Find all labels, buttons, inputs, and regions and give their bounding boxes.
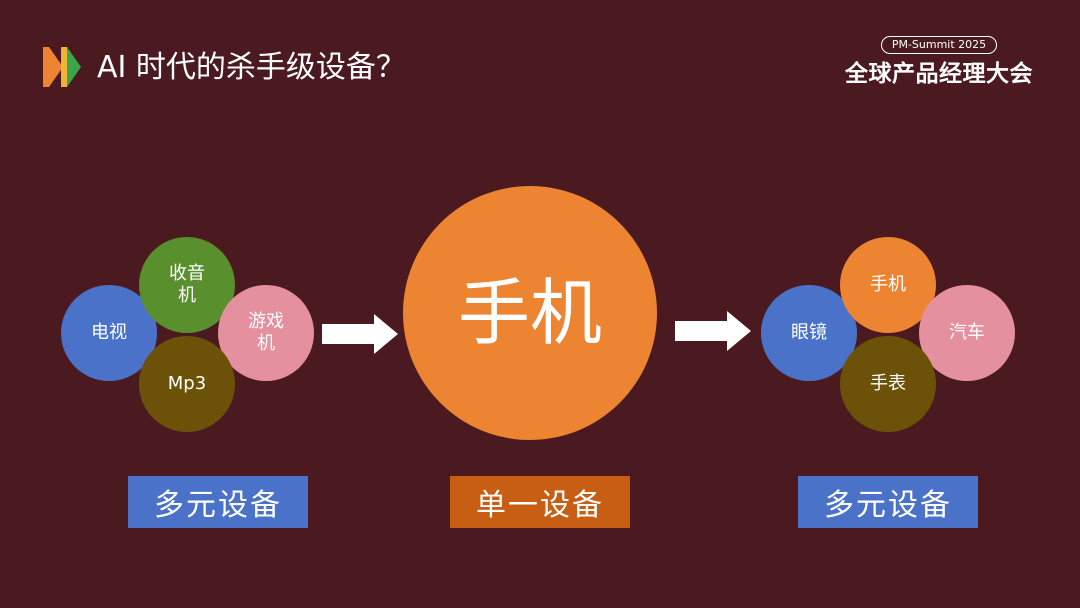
device-label: 手表: [870, 373, 906, 394]
device-circle-watch: 手表: [840, 336, 936, 432]
label-box-multi-left: 多元设备: [128, 476, 308, 528]
right-arrow-icon: [322, 314, 398, 354]
brand-badge: PM-Summit 2025: [880, 36, 998, 54]
device-label: Mp3: [167, 373, 207, 394]
device-circle-phone: 手机: [840, 237, 936, 333]
device-label: 汽车: [949, 322, 985, 343]
play-arrows-icon: [43, 47, 81, 87]
device-circle-glasses: 眼镜: [761, 285, 857, 381]
brand-name: 全球产品经理大会: [845, 61, 1033, 87]
device-circle-game-console: 游戏机: [218, 285, 314, 381]
label-box-multi-right: 多元设备: [798, 476, 978, 528]
device-label: 眼镜: [791, 322, 827, 343]
device-circle-car: 汽车: [919, 285, 1015, 381]
device-label: 电视: [91, 322, 127, 343]
device-circle-mp3: Mp3: [139, 336, 235, 432]
right-arrow-icon: [675, 311, 751, 351]
brand: PM-Summit 2025 全球产品经理大会: [834, 33, 1044, 88]
label-box-single: 单一设备: [450, 476, 630, 528]
device-label: 游戏机: [248, 311, 284, 354]
device-label: 手机: [870, 274, 906, 295]
main-device-label: 手机: [457, 271, 602, 355]
device-circle-phone-main: 手机: [403, 186, 657, 440]
slide-title: AI 时代的杀手级设备？: [97, 50, 406, 85]
device-label: 收音机: [169, 263, 205, 306]
device-circle-radio: 收音机: [139, 237, 235, 333]
